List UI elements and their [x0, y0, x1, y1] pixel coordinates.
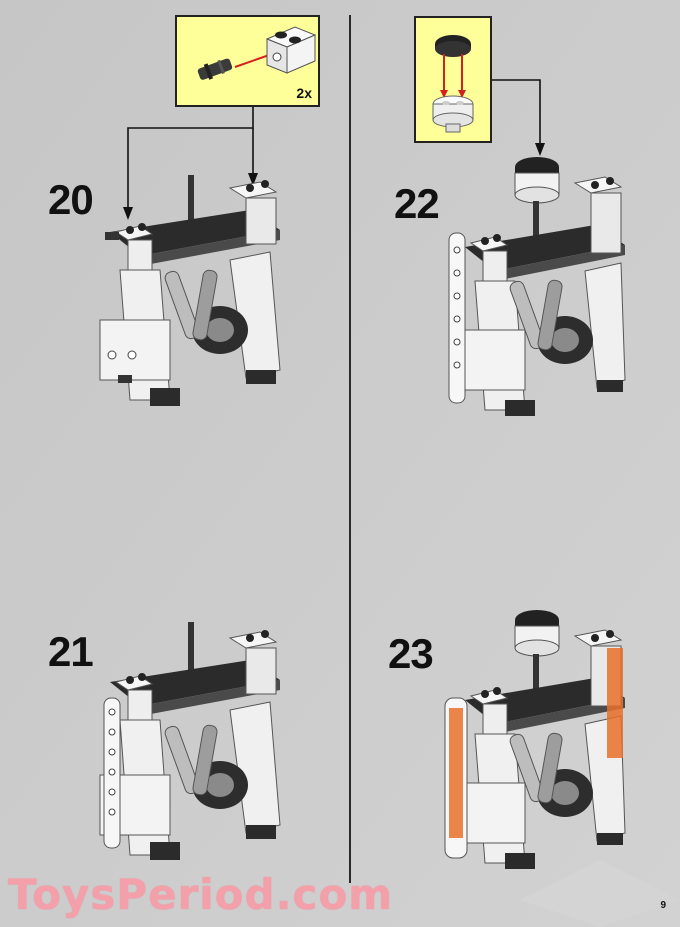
- model-step20: [99, 175, 281, 406]
- pin-and-brick-icon: [197, 26, 317, 80]
- parts-callout-step22: [414, 16, 492, 143]
- step-number-20: 20: [48, 176, 94, 223]
- step-number-22: 22: [394, 180, 440, 227]
- watermark-text: ToysPeriod.com: [8, 870, 394, 919]
- step-number-23: 23: [388, 630, 434, 677]
- column-divider: [349, 15, 351, 883]
- model-step22: [448, 157, 626, 416]
- model-step23: [444, 610, 626, 869]
- model-step21: [99, 622, 281, 860]
- part-quantity: 2x: [296, 85, 312, 101]
- parts-callout-step20: 2x: [175, 15, 320, 107]
- step-number-21: 21: [48, 628, 94, 675]
- round-tile-icon: [432, 35, 474, 133]
- page-number: 9: [660, 900, 666, 911]
